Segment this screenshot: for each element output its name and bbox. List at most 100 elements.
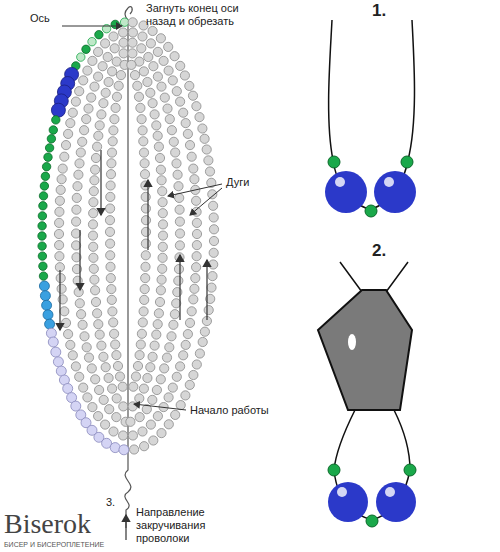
bead [143, 77, 152, 86]
bead [94, 72, 103, 81]
bead [140, 442, 149, 451]
bead [189, 295, 198, 304]
bead [167, 126, 176, 135]
bead [80, 126, 89, 135]
bead [89, 242, 98, 251]
bead [94, 131, 103, 140]
bead [83, 66, 92, 75]
bead [183, 129, 192, 138]
bead [89, 264, 98, 273]
bead [138, 318, 147, 327]
bead [181, 340, 190, 349]
note-label: Загнуть конец оси назад и обрезать [146, 2, 266, 28]
bead [72, 241, 81, 250]
bead [209, 225, 218, 234]
bead [39, 192, 47, 200]
bead [55, 207, 64, 216]
bead [66, 340, 75, 349]
bead [189, 164, 198, 173]
bead [207, 283, 216, 292]
bead [198, 124, 207, 133]
bead [148, 352, 157, 361]
bead [116, 71, 125, 80]
bead [72, 193, 81, 202]
bead [148, 99, 157, 108]
bead [185, 318, 194, 327]
bead [192, 252, 201, 261]
bead [192, 196, 201, 205]
bead [95, 31, 103, 39]
bead [163, 104, 172, 113]
bead [54, 229, 63, 238]
bead [148, 395, 157, 404]
bead [75, 372, 84, 381]
bead-arcs [38, 18, 219, 455]
bead [176, 61, 185, 70]
bead [119, 49, 128, 58]
bead [188, 91, 197, 100]
bead [112, 413, 121, 422]
bead [130, 71, 139, 80]
bead [120, 18, 128, 26]
bead [108, 67, 117, 76]
bead [139, 148, 148, 157]
bead [101, 363, 110, 372]
bead [141, 216, 150, 225]
bead [155, 297, 164, 306]
bead [146, 88, 155, 97]
bead [135, 413, 144, 422]
bead [109, 126, 118, 135]
bead [170, 310, 179, 319]
callout-number: 3. [106, 496, 122, 509]
bead [114, 81, 123, 90]
bead [55, 241, 64, 250]
bead [118, 382, 127, 391]
bead [119, 28, 128, 37]
bead [158, 231, 167, 240]
bead [94, 47, 103, 56]
bead [105, 405, 114, 414]
bead [91, 153, 100, 162]
bead [165, 115, 174, 124]
bead [108, 137, 117, 146]
bead [56, 185, 65, 194]
bead [153, 47, 162, 56]
bead [157, 176, 166, 185]
bead [39, 272, 47, 280]
bead [160, 93, 169, 102]
bead [109, 32, 118, 41]
bead [192, 218, 201, 227]
bead [49, 126, 57, 134]
bead [174, 276, 183, 285]
bead [39, 202, 47, 210]
bead [56, 366, 66, 376]
watermark: Biserok [4, 508, 124, 540]
bead [179, 351, 188, 360]
bead [128, 38, 137, 47]
bead [87, 364, 96, 373]
bead [158, 198, 167, 207]
bead [183, 330, 192, 339]
bead [141, 262, 150, 271]
bead [140, 170, 149, 179]
bead [43, 310, 53, 320]
bead [164, 42, 173, 51]
bead [93, 309, 102, 318]
bead [46, 328, 56, 338]
bead [134, 92, 143, 101]
bead [185, 380, 194, 389]
bead [171, 410, 180, 419]
bead [195, 349, 204, 358]
bead [68, 108, 77, 117]
bead [141, 204, 150, 213]
bead [61, 141, 70, 150]
bead [141, 227, 150, 236]
bead [38, 252, 46, 260]
note-label: Ось [30, 12, 60, 25]
bead [141, 274, 150, 283]
bead [83, 393, 92, 402]
bead [72, 205, 81, 214]
bead [82, 115, 91, 124]
bead [89, 253, 98, 262]
